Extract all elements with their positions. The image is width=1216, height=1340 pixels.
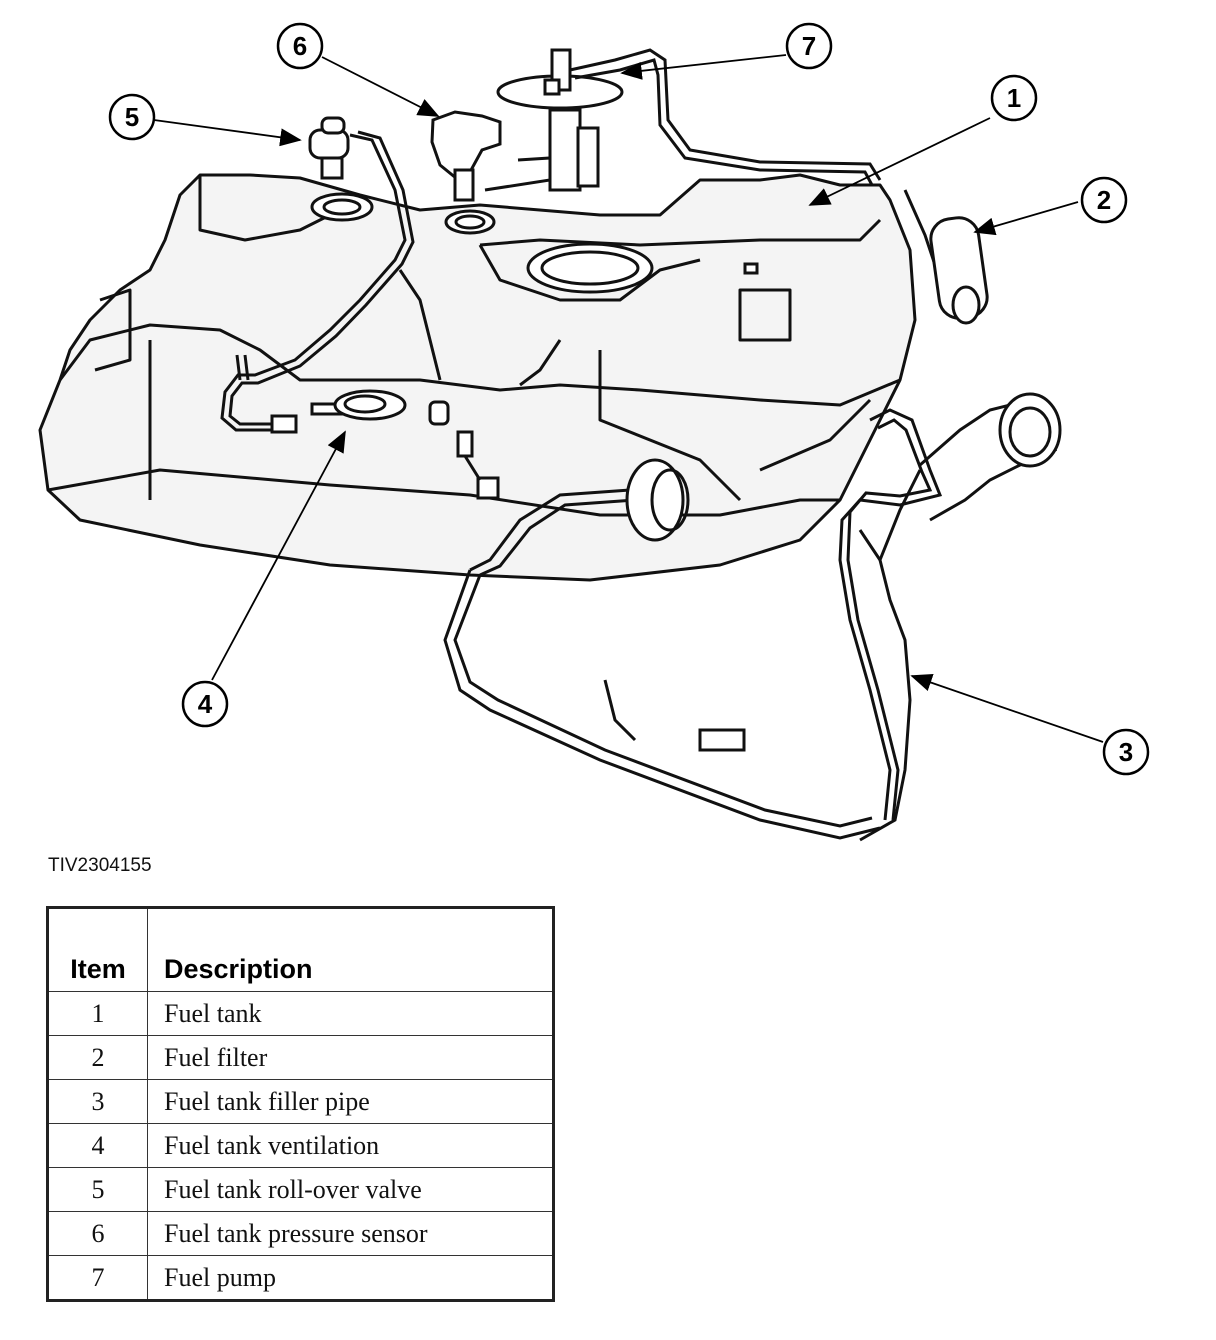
- legend-header-row: Item Description: [47, 907, 554, 992]
- table-row: 5 Fuel tank roll-over valve: [47, 1167, 554, 1212]
- item-description: Fuel filter: [147, 1035, 554, 1080]
- callouts: 1 2 3 4 5 6 7: [108, 22, 1150, 776]
- item-number: 5: [47, 1167, 148, 1212]
- table-row: 2 Fuel filter: [47, 1035, 554, 1080]
- item-description: Fuel tank: [147, 991, 554, 1036]
- table-row: 4 Fuel tank ventilation: [47, 1123, 554, 1168]
- fuel-filter: [903, 189, 989, 325]
- svg-text:6: 6: [293, 31, 307, 61]
- item-description: Fuel pump: [147, 1255, 554, 1301]
- item-number: 3: [47, 1079, 148, 1124]
- leader-lines: [153, 54, 1104, 743]
- item-description: Fuel tank pressure sensor: [147, 1211, 554, 1256]
- leader-line-5: [153, 119, 302, 147]
- svg-text:7: 7: [802, 31, 816, 61]
- callout-5: 5: [108, 93, 156, 141]
- vent-lines: [220, 130, 415, 434]
- item-description: Fuel tank ventilation: [147, 1123, 554, 1168]
- fuel-tank-body: [38, 173, 917, 582]
- leader-line-6: [321, 56, 440, 117]
- leader-line-1: [808, 117, 991, 206]
- callout-3: 3: [1102, 728, 1150, 776]
- legend-table: Item Description 1 Fuel tank 2 Fuel filt…: [46, 906, 555, 1302]
- roll-over-valve: [308, 116, 350, 180]
- item-description: Fuel tank roll-over valve: [147, 1167, 554, 1212]
- callout-4: 4: [181, 680, 229, 728]
- callout-6: 6: [276, 22, 324, 70]
- description-column-header: Description: [147, 907, 554, 992]
- pump-opening: [310, 192, 759, 294]
- item-number: 2: [47, 1035, 148, 1080]
- item-number: 1: [47, 991, 148, 1036]
- svg-text:3: 3: [1119, 737, 1133, 767]
- callout-1: 1: [990, 74, 1038, 122]
- svg-text:2: 2: [1097, 185, 1111, 215]
- leader-line-4: [211, 430, 346, 681]
- table-row: 7 Fuel pump: [47, 1255, 554, 1301]
- pressure-sensor: [430, 110, 502, 202]
- fuel-pump: [484, 48, 882, 192]
- item-column-header: Item: [47, 907, 148, 992]
- svg-text:4: 4: [198, 689, 213, 719]
- ventilation-port: [333, 389, 450, 426]
- table-row: 6 Fuel tank pressure sensor: [47, 1211, 554, 1256]
- item-number: 4: [47, 1123, 148, 1168]
- table-row: 3 Fuel tank filler pipe: [47, 1079, 554, 1124]
- leader-line-7: [620, 54, 787, 80]
- fuel-system-diagram: 1 2 3 4 5 6 7: [38, 22, 1150, 842]
- leader-line-3: [910, 673, 1104, 743]
- svg-text:1: 1: [1007, 83, 1021, 113]
- item-number: 6: [47, 1211, 148, 1256]
- callout-2: 2: [1080, 176, 1128, 224]
- figure-code: TIV2304155: [48, 855, 152, 876]
- filler-pipe: [443, 392, 1062, 842]
- leader-line-2: [973, 201, 1079, 236]
- table-row: 1 Fuel tank: [47, 991, 554, 1036]
- svg-text:5: 5: [125, 102, 139, 132]
- callout-7: 7: [785, 22, 833, 70]
- item-description: Fuel tank filler pipe: [147, 1079, 554, 1124]
- item-number: 7: [47, 1255, 148, 1301]
